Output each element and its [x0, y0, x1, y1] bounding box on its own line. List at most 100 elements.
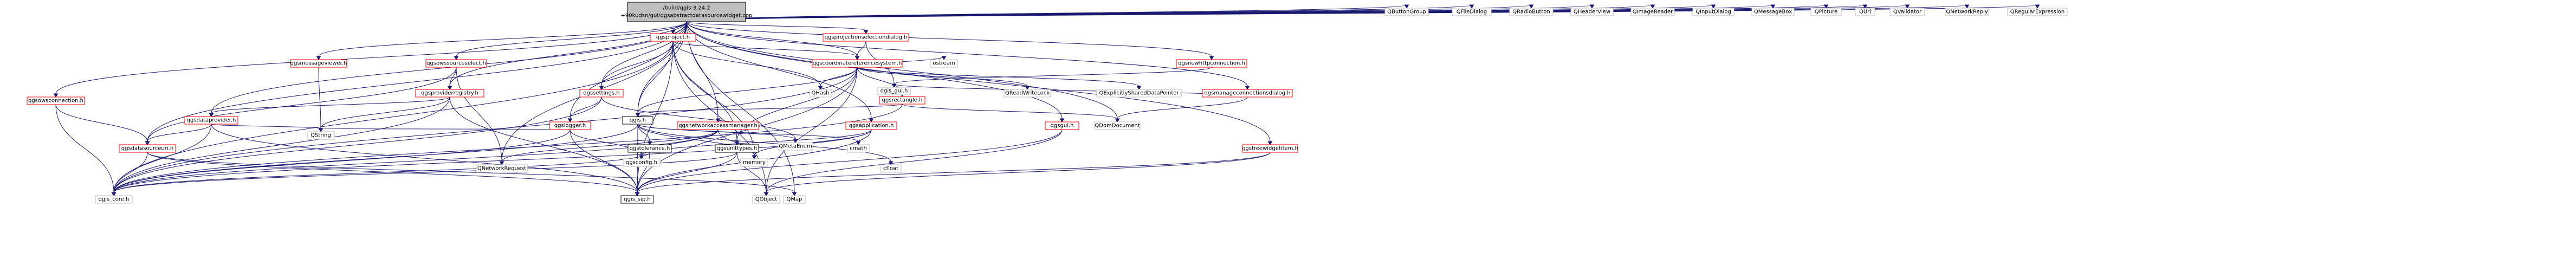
node-qgsmanageconnectionsdialog[interactable]: qgsmanageconnectionsdialog.h: [1202, 89, 1293, 98]
node-label-qgsapplication: qgsapplication.h: [849, 123, 894, 129]
edge-root-to-qgsprojectionselectiondialog: [686, 21, 869, 34]
edge-qgsnewhttpconnection-to-qgis_gui: [891, 67, 1212, 88]
edge-qgsproject-to-QHash: [672, 41, 823, 90]
node-label-qgsowsconnection: qgsowsconnection.h: [28, 98, 83, 104]
node-QExplicitlySharedDataPointer: QExplicitlySharedDataPointer: [1096, 89, 1182, 98]
node-qgsrectangle[interactable]: qgsrectangle.h: [879, 96, 925, 105]
edge-qgscoordinatereferencesystem-to-QExplicitlySharedDataPointer: [857, 67, 1142, 90]
node-label-qgsowssourceselect: qgsowssourceselect.h: [426, 61, 486, 67]
node-qgstolerance[interactable]: qgstolerance.h: [627, 144, 672, 153]
node-label-qgsmessageviewer: qgsmessageviewer.h: [290, 61, 347, 67]
node-QMetaEnum: QMetaEnum: [778, 142, 813, 151]
node-qgsprojectionselectiondialog[interactable]: qgsprojectionselectiondialog.h: [823, 33, 909, 42]
node-label-QValidator: QValidator: [1893, 9, 1922, 15]
node-cmath: cmath: [847, 144, 870, 153]
node-label-QHash: QHash: [811, 91, 829, 96]
edge-root-to-qgsproject: [670, 21, 687, 34]
edge-qgsdatasourceuri-to-qgis_sip: [147, 152, 640, 196]
node-qgsowsconnection[interactable]: qgsowsconnection.h: [27, 96, 85, 105]
node-label-QExplicitlySharedDataPointer: QExplicitlySharedDataPointer: [1099, 91, 1179, 96]
node-qgsunittypes[interactable]: qgsunittypes.h: [715, 144, 759, 153]
node-label-ostream: ostream: [933, 61, 955, 67]
edge-qgscoordinatereferencesystem-to-QReadWriteLock: [857, 67, 1030, 90]
node-label-qgis_core: qgis_core.h: [99, 197, 130, 203]
node-qgis_gui: qgis_gui.h: [877, 87, 911, 95]
node-label-QMetaEnum: QMetaEnum: [779, 144, 812, 150]
node-label-QReadWriteLock: QReadWriteLock: [1005, 91, 1050, 96]
node-label-qgis: qgis.h: [630, 118, 646, 124]
edge-root-to-qgsowssourceselect: [454, 21, 687, 60]
node-qgsproviderregistry[interactable]: qgsproviderregistry.h: [415, 89, 484, 98]
node-qgis_sip[interactable]: qgis_sip.h: [620, 195, 654, 204]
node-QUrl: QUrl: [1855, 8, 1875, 16]
edge-root-to-qgsnewhttpconnection: [686, 21, 1214, 60]
edge-qgsproject-to-qgis: [635, 41, 674, 117]
edge-qgsproviderregistry-to-qgsdataprovider: [209, 96, 450, 117]
node-label-memory: memory: [743, 160, 766, 166]
node-qgsapplication[interactable]: qgsapplication.h: [845, 121, 897, 130]
edge-qgsowsconnection-to-qgis_core: [55, 104, 116, 196]
node-qgsproject[interactable]: qgsproject.h: [650, 33, 696, 42]
node-qgsowssourceselect[interactable]: qgsowssourceselect.h: [425, 59, 487, 68]
node-label-QButtonGroup: QButtonGroup: [1387, 9, 1426, 15]
edge-root-to-qgsmanageconnectionsdialog: [686, 21, 1250, 90]
edge-qgsgui-to-qgis_sip: [635, 129, 1063, 196]
node-qgsgui[interactable]: qgsgui.h: [1045, 121, 1079, 130]
node-label-qgsdatasourceuri: qgsdatasourceuri.h: [121, 146, 173, 152]
node-qgstreewidgetitem[interactable]: qgstreewidgetitem.h: [1242, 144, 1298, 153]
root-file-path-line2: +90kudsn/gui/qgsabstractdatasourcewidget…: [620, 13, 752, 19]
node-QString: QString: [307, 131, 335, 140]
node-qgscoordinatereferencesystem[interactable]: qgscoordinatereferencesystem.h: [812, 59, 903, 68]
node-qgslogger[interactable]: qgslogger.h: [549, 121, 591, 130]
node-label-qgstreewidgetitem: qgstreewidgetitem.h: [1242, 146, 1298, 152]
node-QRegularExpression: QRegularExpression: [2007, 8, 2068, 16]
edge-qgsrectangle-to-QDomDocument: [902, 104, 1120, 122]
node-label-qgsunittypes: qgsunittypes.h: [717, 146, 757, 152]
node-qgsnetworkaccessmanager[interactable]: qgsnetworkaccessmanager.h: [677, 121, 759, 130]
node-qgsnewhttpconnection[interactable]: qgsnewhttpconnection.h: [1176, 59, 1247, 68]
root-file-node[interactable]: /build/qgis-3.24.2 +90kudsn/gui/qgsabstr…: [620, 2, 753, 22]
node-label-QMap: QMap: [787, 197, 802, 203]
node-label-qgslogger: qgslogger.h: [554, 123, 586, 129]
edge-qgis-to-qgis_core: [111, 124, 638, 196]
node-QMap: QMap: [783, 195, 806, 204]
node-QMessageBox: QMessageBox: [1751, 8, 1795, 16]
edge-qgsdatasourceuri-to-QMap: [147, 152, 797, 196]
node-qgssettings[interactable]: qgssettings.h: [579, 89, 624, 98]
node-qgsdataprovider[interactable]: qgsdataprovider.h: [184, 116, 238, 125]
edge-qgsproject-to-qgscoordinatereferencesystem: [672, 41, 860, 60]
node-ostream: ostream: [930, 59, 958, 68]
node-cfloat: cfloat: [880, 164, 902, 173]
node-label-QString: QString: [310, 133, 331, 139]
node-label-qgsgui: qgsgui.h: [1051, 123, 1074, 129]
node-label-qgsmanageconnectionsdialog: qgsmanageconnectionsdialog.h: [1204, 91, 1290, 96]
edge-qgsnetworkaccessmanager-to-qgsconfig: [639, 129, 719, 159]
edge-qgsproviderregistry-to-QString: [318, 96, 450, 132]
edge-qgstreewidgetitem-to-qgis_sip: [635, 152, 1271, 196]
edge-qgsunittypes-to-qgis_core: [111, 152, 737, 196]
node-qgis[interactable]: qgis.h: [622, 116, 653, 125]
node-qgsmessageviewer[interactable]: qgsmessageviewer.h: [290, 59, 347, 68]
node-label-QDomDocument: QDomDocument: [1095, 123, 1140, 129]
node-label-qgis_gui: qgis_gui.h: [881, 88, 908, 94]
node-label-QRadioButton: QRadioButton: [1512, 9, 1550, 15]
node-label-QUrl: QUrl: [1859, 9, 1871, 15]
edge-qgsprojectionselectiondialog-to-qgscoordinatereferencesystem: [855, 41, 866, 60]
node-memory: memory: [740, 158, 768, 167]
edges-layer: [53, 4, 2040, 196]
edge-qgsproject-to-qgssettings: [599, 41, 674, 90]
edge-qgstreewidgetitem-to-QObject: [763, 152, 1271, 196]
node-QReadWriteLock: QReadWriteLock: [1004, 89, 1051, 98]
edge-qgsowsconnection-to-qgsdatasourceuri: [55, 104, 150, 145]
edge-qgsrectangle-to-qgis: [635, 104, 903, 117]
edge-qgsdataprovider-to-QString: [211, 124, 323, 132]
node-QHeaderView: QHeaderView: [1570, 8, 1614, 16]
node-label-qgsprojectionselectiondialog: qgsprojectionselectiondialog.h: [825, 35, 908, 41]
node-QPicture: QPicture: [1810, 8, 1842, 16]
node-label-QInputDialog: QInputDialog: [1695, 9, 1731, 15]
node-qgsconfig: qgsconfig.h: [623, 158, 661, 167]
node-QNetworkReply: QNetworkReply: [1945, 8, 1989, 16]
node-qgsdatasourceuri[interactable]: qgsdatasourceuri.h: [119, 144, 176, 153]
node-label-qgis_sip: qgis_sip.h: [624, 197, 651, 203]
